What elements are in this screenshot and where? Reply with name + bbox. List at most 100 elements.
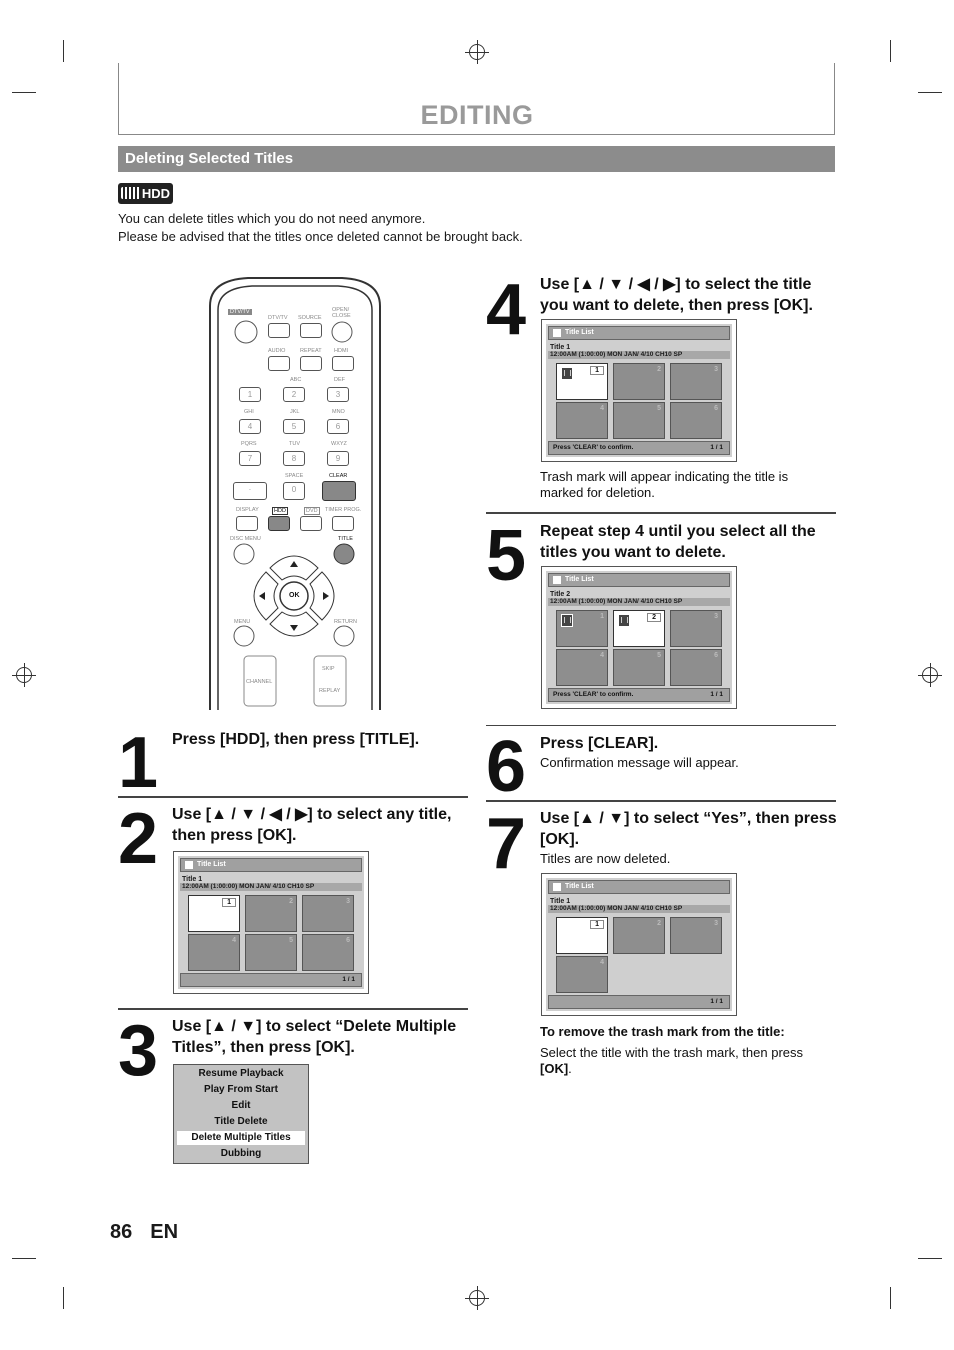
title-thumbnail[interactable]: 3 xyxy=(670,363,722,400)
step-divider xyxy=(486,512,836,514)
title-thumbnail[interactable]: 6 xyxy=(302,934,354,971)
remote-label-hdmi: HDMI xyxy=(334,348,349,354)
selected-title-name: Title 1 xyxy=(182,876,203,883)
title-thumbnail[interactable]: 2 xyxy=(613,363,665,400)
title-thumbnail[interactable]: 1 xyxy=(556,610,608,647)
timer-prog-button[interactable] xyxy=(332,516,354,531)
title-thumbnail[interactable]: 3 xyxy=(670,610,722,647)
title-thumbnail[interactable]: 1 xyxy=(188,895,240,932)
step-7-number: 7 xyxy=(486,804,526,884)
page-title: EDITING xyxy=(420,100,534,130)
remote-label-tuv: TUV xyxy=(289,441,300,447)
repeat-button[interactable] xyxy=(300,356,322,371)
audio-button[interactable] xyxy=(268,356,290,371)
selected-title-name: Title 1 xyxy=(550,344,571,351)
title-thumbnail[interactable]: 1 xyxy=(556,363,608,400)
remote-label-brand: DTV/TV xyxy=(228,309,252,315)
remote-label-close: CLOSE xyxy=(332,313,351,319)
remote-label-def: DEF xyxy=(334,377,345,383)
step-divider xyxy=(486,800,836,802)
step-3-number: 3 xyxy=(118,1011,158,1091)
step-4-note-line-1: Trash mark will appear indicating the ti… xyxy=(540,469,789,484)
crop-mark xyxy=(890,1287,891,1309)
menu-item-edit[interactable]: Edit xyxy=(231,1100,251,1111)
title-thumbnail[interactable]: 4 xyxy=(556,402,608,439)
step-7-line-2: [OK]. xyxy=(540,831,580,848)
key-1-button[interactable]: 1 xyxy=(239,387,261,402)
remote-label-display: DISPLAY xyxy=(236,507,259,513)
key-4-button[interactable]: 4 xyxy=(239,419,261,434)
title-thumbnail[interactable]: 4 xyxy=(556,956,608,993)
menu-item-play-from-start[interactable]: Play From Start xyxy=(204,1084,278,1095)
remote-label-wxyz: WXYZ xyxy=(331,441,347,447)
key-7-button[interactable]: 7 xyxy=(239,451,261,466)
title-thumbnail[interactable]: 2 xyxy=(613,610,665,647)
step-2-line-2: then press [OK]. xyxy=(172,827,297,844)
remote-label-dtv: DTV/TV xyxy=(268,315,288,321)
key-9-button[interactable]: 9 xyxy=(327,451,349,466)
screen-footer: Press 'CLEAR' to confirm.1 / 1 xyxy=(548,441,730,455)
remote-label-mno: MNO xyxy=(332,409,345,415)
title-thumbnail[interactable]: 4 xyxy=(556,649,608,686)
key-5-button[interactable]: 5 xyxy=(283,419,305,434)
title-list-screen-step-4: Title List Title 1 12:00AM (1:00:00) MON… xyxy=(541,319,737,462)
title-thumbnail[interactable]: 5 xyxy=(613,402,665,439)
registration-mark-icon xyxy=(918,663,942,687)
hdd-button[interactable] xyxy=(268,516,290,531)
step-4-line-1: Use [▲ / ▼ / ◀ / ▶] to select the title xyxy=(540,276,812,293)
hdmi-button[interactable] xyxy=(332,356,354,371)
step-1-number: 1 xyxy=(118,723,158,803)
menu-item-title-delete[interactable]: Title Delete xyxy=(214,1116,268,1127)
remote-label-dvd: DVD xyxy=(304,507,320,515)
remote-control: DTV/TV DTV/TV SOURCE OPEN/ CLOSE AUDIO R… xyxy=(208,276,382,710)
title-thumbnail[interactable]: 5 xyxy=(245,934,297,971)
title-list-header: Title List xyxy=(548,880,730,894)
title-thumbnail[interactable]: 3 xyxy=(302,895,354,932)
remote-label-timer: TIMER PROG. xyxy=(325,507,362,513)
crop-mark xyxy=(63,40,64,62)
title-info: 12:00AM (1:00:00) MON JAN/ 4/10 CH10 SP xyxy=(548,598,730,606)
title-list-screen-step-2: Title List Title 1 12:00AM (1:00:00) MON… xyxy=(173,851,369,994)
key-8-button[interactable]: 8 xyxy=(283,451,305,466)
registration-mark-icon xyxy=(465,40,489,64)
title-info: 12:00AM (1:00:00) MON JAN/ 4/10 CH10 SP xyxy=(548,905,730,913)
title-thumbnail[interactable]: 5 xyxy=(613,649,665,686)
selected-title-name: Title 1 xyxy=(550,898,571,905)
title-list-screen-step-7: Title List Title 1 12:00AM (1:00:00) MON… xyxy=(541,873,737,1016)
step-6-text: Press [CLEAR]. xyxy=(540,735,659,752)
key-6-button[interactable]: 6 xyxy=(327,419,349,434)
remote-label-source: SOURCE xyxy=(298,315,322,321)
remote-label-jkl: JKL xyxy=(290,409,300,415)
step-2-line-1: Use [▲ / ▼ / ◀ / ▶] to select any title, xyxy=(172,806,452,823)
step-5-number: 5 xyxy=(486,516,526,596)
remote-label-ok: OK xyxy=(289,592,300,599)
clear-button[interactable] xyxy=(322,481,356,501)
menu-item-dubbing[interactable]: Dubbing xyxy=(220,1148,262,1159)
crop-mark xyxy=(63,1287,64,1309)
remote-label-discmenu: DISC MENU xyxy=(230,536,261,542)
key-3-button[interactable]: 3 xyxy=(327,387,349,402)
title-thumbnail[interactable]: 4 xyxy=(188,934,240,971)
title-thumbnail[interactable]: 2 xyxy=(613,917,665,954)
dtv-button[interactable] xyxy=(268,323,290,338)
title-thumbnail[interactable]: 6 xyxy=(670,649,722,686)
section-bar: Deleting Selected Titles xyxy=(118,146,835,172)
source-button[interactable] xyxy=(300,323,322,338)
menu-item-resume-playback[interactable]: Resume Playback xyxy=(198,1068,284,1079)
title-thumbnail[interactable]: 6 xyxy=(670,402,722,439)
trash-icon xyxy=(561,614,573,627)
dvd-button[interactable] xyxy=(300,516,322,531)
remove-note-line-2: [OK]. xyxy=(540,1061,572,1076)
display-button[interactable] xyxy=(236,516,258,531)
title-thumbnail[interactable]: 1 xyxy=(556,917,608,954)
key-0-button[interactable]: 0 xyxy=(283,482,305,500)
remote-label-menu: MENU xyxy=(234,619,251,625)
menu-item-delete-multiple-titles[interactable]: Delete Multiple Titles xyxy=(177,1131,305,1145)
remote-label-channel: CHANNEL xyxy=(246,679,273,685)
registration-mark-icon xyxy=(12,663,36,687)
dot-button[interactable]: · xyxy=(233,482,267,500)
remote-label-title: TITLE xyxy=(338,536,353,542)
title-thumbnail[interactable]: 2 xyxy=(245,895,297,932)
title-thumbnail[interactable]: 3 xyxy=(670,917,722,954)
key-2-button[interactable]: 2 xyxy=(283,387,305,402)
